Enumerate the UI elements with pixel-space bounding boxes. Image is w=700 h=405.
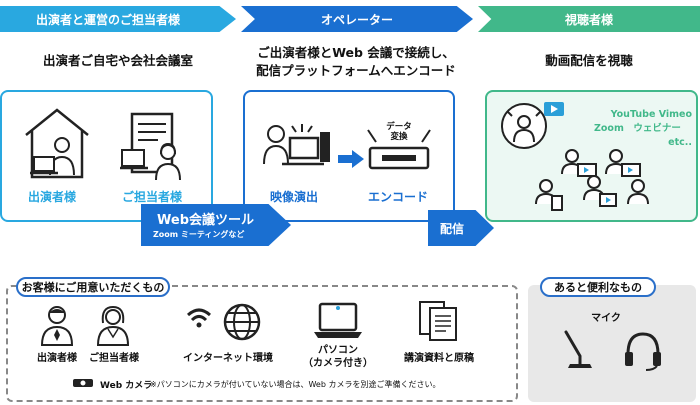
materials-item-label: 講演資料と原稿	[404, 353, 474, 364]
step3-header: 視聴者様	[478, 6, 700, 32]
globe-icon	[223, 303, 261, 341]
convenient-items-box	[528, 285, 696, 402]
documents-icon	[419, 301, 457, 341]
step2-subheading: ご出演者様とWeb 会議で接続し、 配信プラットフォームへエンコード	[236, 44, 476, 80]
performer-person-icon	[40, 306, 74, 346]
pc-item-line2: （カメラ付き）	[303, 358, 373, 369]
laptop-icon	[314, 302, 362, 338]
data-conversion-line1: データ	[386, 122, 412, 132]
speaker-bubble-icon	[501, 102, 564, 149]
step2-header: オペレーター	[241, 6, 473, 32]
performer-label: 出演者様	[28, 190, 77, 204]
step2-subheading-line2: 配信プラットフォームへエンコード	[256, 63, 456, 78]
delivery-label: 配信	[440, 222, 465, 236]
web-meeting-tool-sub: Zoom ミーティングなど	[153, 230, 245, 239]
prepare-title-badge: お客様にご用意いただくもの	[16, 277, 170, 297]
webcam-icon	[73, 379, 93, 387]
mic-label: マイク	[591, 313, 621, 324]
internet-item-label: インターネット環境	[183, 353, 273, 364]
office-staff-icon	[120, 112, 181, 181]
wifi-icon	[186, 308, 212, 328]
operator-pc-icon	[263, 124, 330, 166]
step1-subheading: 出演者ご自宅や会社会議室	[42, 53, 193, 68]
staff-label: ご担当者様	[122, 190, 183, 204]
step3-header-text: 視聴者様	[564, 12, 613, 27]
delivery-arrow: 配信	[428, 210, 494, 246]
headset-icon	[625, 332, 661, 371]
webcam-note: ※パソコンにカメラが付いていない場合は、Web カメラを別途ご準備ください。	[150, 380, 441, 389]
pc-item-label: パソコン （カメラ付き）	[298, 344, 378, 370]
step1-header: 出演者と運営のご担当者様	[0, 6, 236, 32]
platforms-line2: Zoom ウェビナー	[594, 123, 681, 134]
microphone-icon	[564, 330, 592, 368]
convenient-title-badge: あると便利なもの	[540, 277, 656, 297]
data-conversion-label: データ 変換	[378, 122, 420, 142]
step1-header-text: 出演者と運営のご担当者様	[35, 12, 180, 27]
pc-item-line1: パソコン	[318, 345, 358, 356]
platforms-line1: YouTube Vimeo	[610, 109, 692, 120]
encoder-device-icon	[367, 129, 431, 170]
web-meeting-tool-title: Web会議ツール	[157, 213, 254, 228]
platforms-text: YouTube Vimeo Zoom ウェビナー etc..	[588, 108, 692, 150]
staff-person-icon	[96, 305, 130, 346]
house-with-person-icon	[25, 108, 89, 179]
web-meeting-tool-arrow: Web会議ツール Zoom ミーティングなど	[141, 204, 291, 246]
step2-subheading-line1: ご出演者様とWeb 会議で接続し、	[257, 45, 455, 60]
encode-label: エンコード	[368, 190, 429, 204]
step2-header-text: オペレーター	[320, 12, 393, 27]
prepare-items-box	[6, 285, 518, 402]
step3-subheading: 動画配信を視聴	[545, 53, 633, 68]
webcam-label: Web カメラ	[100, 381, 153, 391]
video-production-label: 映像演出	[270, 190, 319, 204]
data-conversion-line2: 変換	[390, 132, 408, 142]
performer-item-label: 出演者様	[37, 353, 77, 364]
viewers-group-icon	[535, 149, 649, 211]
right-arrow-icon	[338, 150, 364, 168]
platforms-line3: etc..	[668, 137, 692, 148]
staff-item-label: ご担当者様	[89, 353, 139, 364]
